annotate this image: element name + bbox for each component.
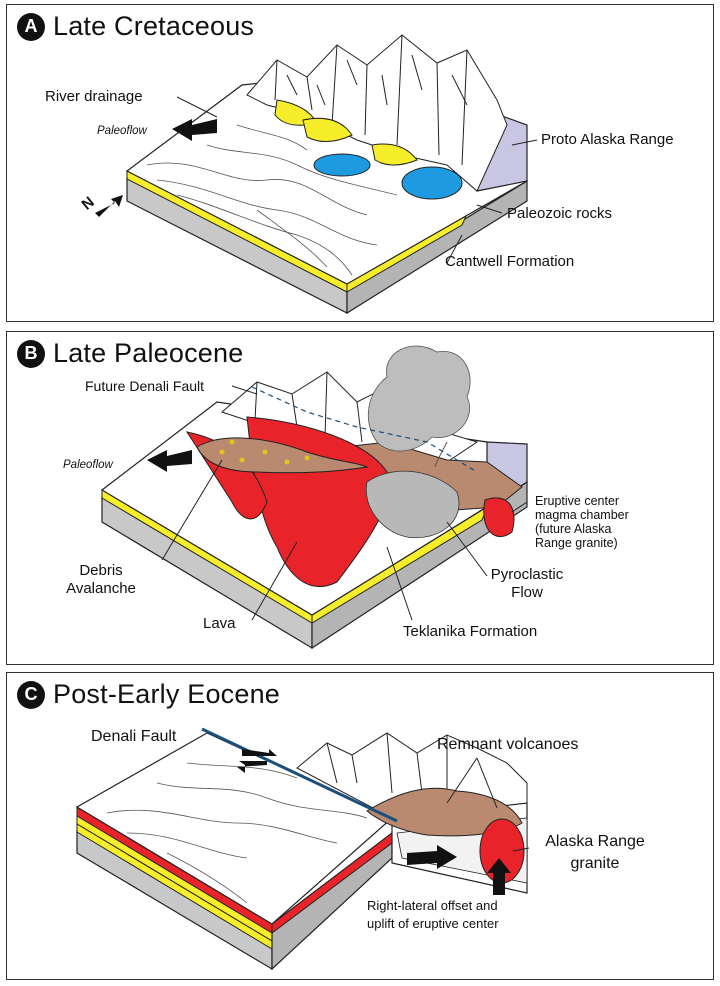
label-debris-line1: Debris <box>79 562 123 579</box>
label-eruptive-center-line1: Eruptive center <box>535 494 620 508</box>
label-pyroclastic-line1: Pyroclastic <box>490 566 564 583</box>
label-denali-fault: Denali Fault <box>91 728 177 745</box>
panel-title-a: A Late Cretaceous <box>17 11 254 42</box>
panel-title-text-a: Late Cretaceous <box>53 11 255 41</box>
label-proto-alaska-range: Proto Alaska Range <box>541 131 674 148</box>
panel-badge-a: A <box>17 12 45 41</box>
label-paleozoic-rocks: Paleozoic rocks <box>507 205 613 222</box>
block-diagram-b <box>100 345 528 650</box>
panel-title-text-b: Late Paleocene <box>53 338 244 368</box>
label-offset-line1: Right-lateral offset and <box>367 898 498 913</box>
panel-badge-c: C <box>17 680 45 709</box>
label-lava: Lava <box>203 615 236 632</box>
panel-late-paleocene: B Late Paleocene Future Denali Fault Pal… <box>6 331 714 665</box>
label-debris-line2: Avalanche <box>66 580 136 597</box>
panel-title-text-c: Post-Early Eocene <box>53 679 281 709</box>
label-paleoflow-b: Paleoflow <box>63 459 113 471</box>
block-diagram-c <box>75 727 530 971</box>
label-alaska-range-granite-line1: Alaska Range <box>545 833 645 850</box>
label-river-drainage: River drainage <box>45 88 143 105</box>
label-eruptive-center-line4: Range granite) <box>535 536 618 550</box>
panel-title-c: C Post-Early Eocene <box>17 679 280 710</box>
label-eruptive-center-line3: (future Alaska <box>535 522 612 536</box>
panel-post-early-eocene: C Post-Early Eocene Denali Fault Remnant… <box>6 672 714 980</box>
label-alaska-range-granite-line2: granite <box>570 855 620 872</box>
label-paleoflow-a: Paleoflow <box>97 125 147 137</box>
label-teklanika-formation: Teklanika Formation <box>403 623 538 640</box>
label-cantwell-formation: Cantwell Formation <box>445 253 575 270</box>
label-offset-line2: uplift of eruptive center <box>367 916 499 931</box>
panel-late-cretaceous: A Late Cretaceous River drainage Paleofl… <box>6 4 714 322</box>
panel-badge-b: B <box>17 339 45 368</box>
label-remnant-volcanoes: Remnant volcanoes <box>437 736 579 753</box>
label-eruptive-center-line2: magma chamber <box>535 508 629 522</box>
panel-title-b: B Late Paleocene <box>17 338 243 369</box>
label-pyroclastic-line2: Flow <box>511 584 543 601</box>
block-diagram-a <box>95 34 538 315</box>
label-future-denali-fault: Future Denali Fault <box>85 378 205 394</box>
